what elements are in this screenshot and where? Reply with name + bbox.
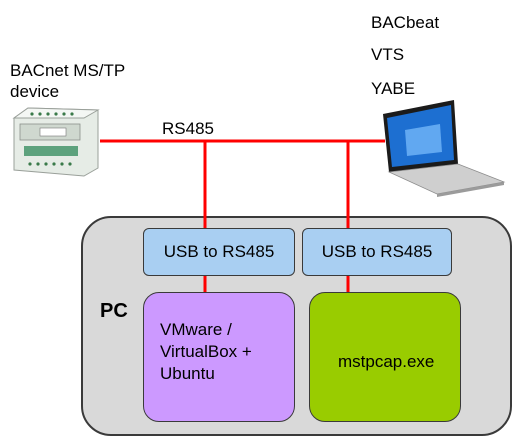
- laptop-icon: [383, 100, 506, 197]
- mstpcap-box: mstpcap.exe: [309, 292, 461, 422]
- bacnet-device-icon: [12, 107, 100, 177]
- software-label-vts: VTS: [371, 45, 405, 64]
- device-label-line2: device: [10, 82, 60, 102]
- vm-box-line1: VMware /: [160, 320, 232, 339]
- usb-adapter-left: USB to RS485: [143, 228, 295, 276]
- usb-adapter-right-label: USB to RS485: [321, 242, 433, 261]
- software-label-yabe: YABE: [371, 79, 416, 98]
- vm-box-line2: VirtualBox +: [160, 342, 252, 362]
- bus-label: RS485: [162, 119, 214, 138]
- mstpcap-label: mstpcap.exe: [338, 352, 435, 371]
- device-label-line1: BACnet MS/TP: [10, 61, 126, 80]
- device-label: BACnet MS/TP device: [10, 60, 125, 103]
- usb-adapter-left-label: USB to RS485: [163, 242, 275, 261]
- usb-adapter-right: USB to RS485: [302, 228, 452, 276]
- software-label-bacbeat: BACbeat: [371, 13, 440, 32]
- vm-box-line3: Ubuntu: [160, 364, 215, 384]
- pc-label: PC: [100, 300, 128, 322]
- vm-box: VMware / VirtualBox + Ubuntu: [143, 292, 295, 422]
